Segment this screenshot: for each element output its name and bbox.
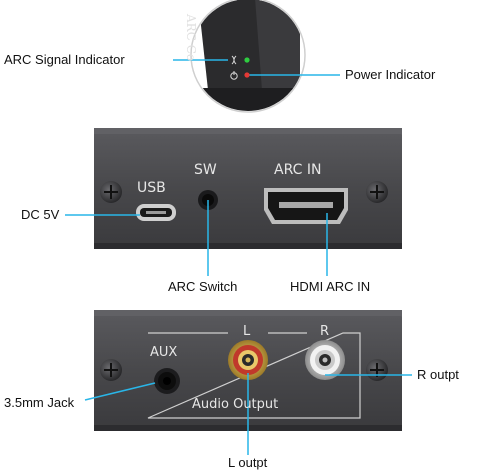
callout-3-5mm-jack: 3.5mm Jack: [4, 395, 75, 410]
audio-side-panel: [84, 310, 412, 455]
screw-right-top: [366, 181, 388, 203]
callout-r-output: R outpt: [417, 367, 459, 382]
l-label: L: [243, 324, 251, 339]
audio-output-label: Audio Output: [192, 397, 279, 412]
power-icon: [230, 71, 238, 80]
screw-right-bottom: [366, 359, 388, 381]
rca-left: [228, 340, 268, 380]
zoom-detail: [173, 0, 340, 113]
sw-label: SW: [194, 162, 217, 178]
arc-in-label: ARC IN: [274, 162, 322, 178]
rca-right: [305, 340, 345, 380]
usb-port: [136, 204, 176, 221]
arc-signal-led: [244, 57, 250, 63]
aux-label: AUX: [150, 345, 178, 360]
r-label: R: [320, 324, 330, 339]
screw-left-bottom: [100, 359, 122, 381]
hdmi-port: [264, 188, 348, 224]
hdmi-side-panel: [65, 128, 402, 276]
callout-arc-switch: ARC Switch: [168, 279, 238, 294]
zoom-panel-label: ARC Co: [184, 14, 198, 62]
callout-hdmi-arc-in: HDMI ARC IN: [290, 279, 371, 294]
callout-power: Power Indicator: [345, 67, 436, 82]
callout-l-output: L outpt: [228, 455, 268, 470]
callout-arc-signal: ARC Signal Indicator: [4, 52, 125, 67]
arc-signal-icon: [231, 55, 237, 65]
usb-label: USB: [137, 180, 166, 196]
aux-jack: [154, 368, 180, 394]
power-led: [244, 72, 250, 78]
screw-left-top: [100, 181, 122, 203]
callout-dc-5v: DC 5V: [21, 207, 60, 222]
